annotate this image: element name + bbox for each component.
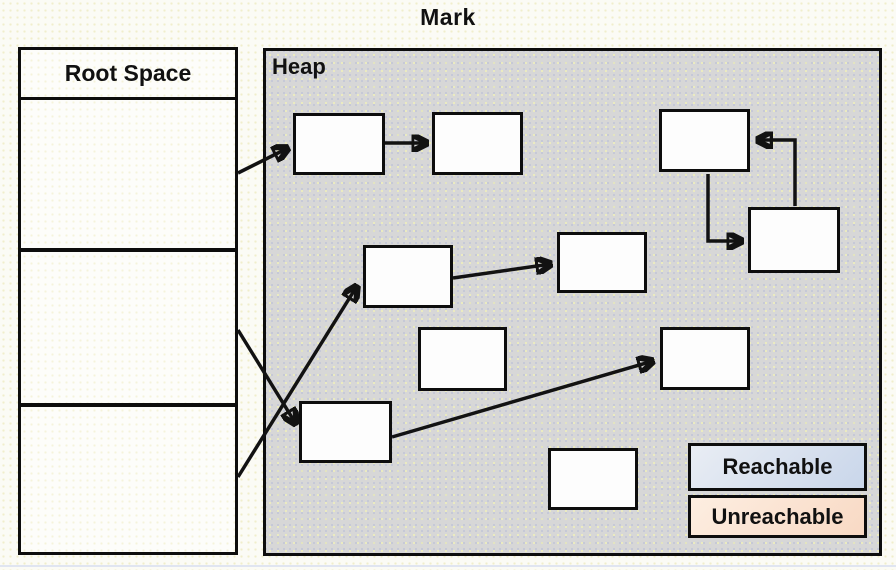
heap-object-a: [293, 113, 385, 175]
heap-object-c: [659, 109, 750, 172]
heap-object-d: [748, 207, 840, 273]
root-cell-2: [21, 251, 235, 403]
heap-object-e: [363, 245, 453, 308]
root-cell-1: [21, 97, 235, 248]
bottom-edge-line: [0, 565, 896, 567]
heap-title: Heap: [272, 54, 326, 79]
root-cell-divider: [21, 403, 235, 407]
legend-reachable: Reachable: [688, 443, 867, 491]
root-space-panel: Root Space: [18, 47, 238, 555]
root-cell-divider: [21, 248, 235, 252]
diagram-title: Mark: [420, 4, 476, 30]
heap-object-b: [432, 112, 523, 175]
heap-object-h: [660, 327, 750, 390]
legend-reachable-label: Reachable: [722, 454, 833, 479]
root-space-title: Root Space: [21, 50, 235, 100]
legend-unreachable: Unreachable: [688, 495, 867, 538]
heap-object-f: [557, 232, 647, 293]
heap-object-g: [418, 327, 507, 391]
heap-object-j: [548, 448, 638, 510]
heap-object-i: [299, 401, 392, 463]
legend-unreachable-label: Unreachable: [711, 503, 844, 529]
root-cell-3: [21, 406, 235, 551]
